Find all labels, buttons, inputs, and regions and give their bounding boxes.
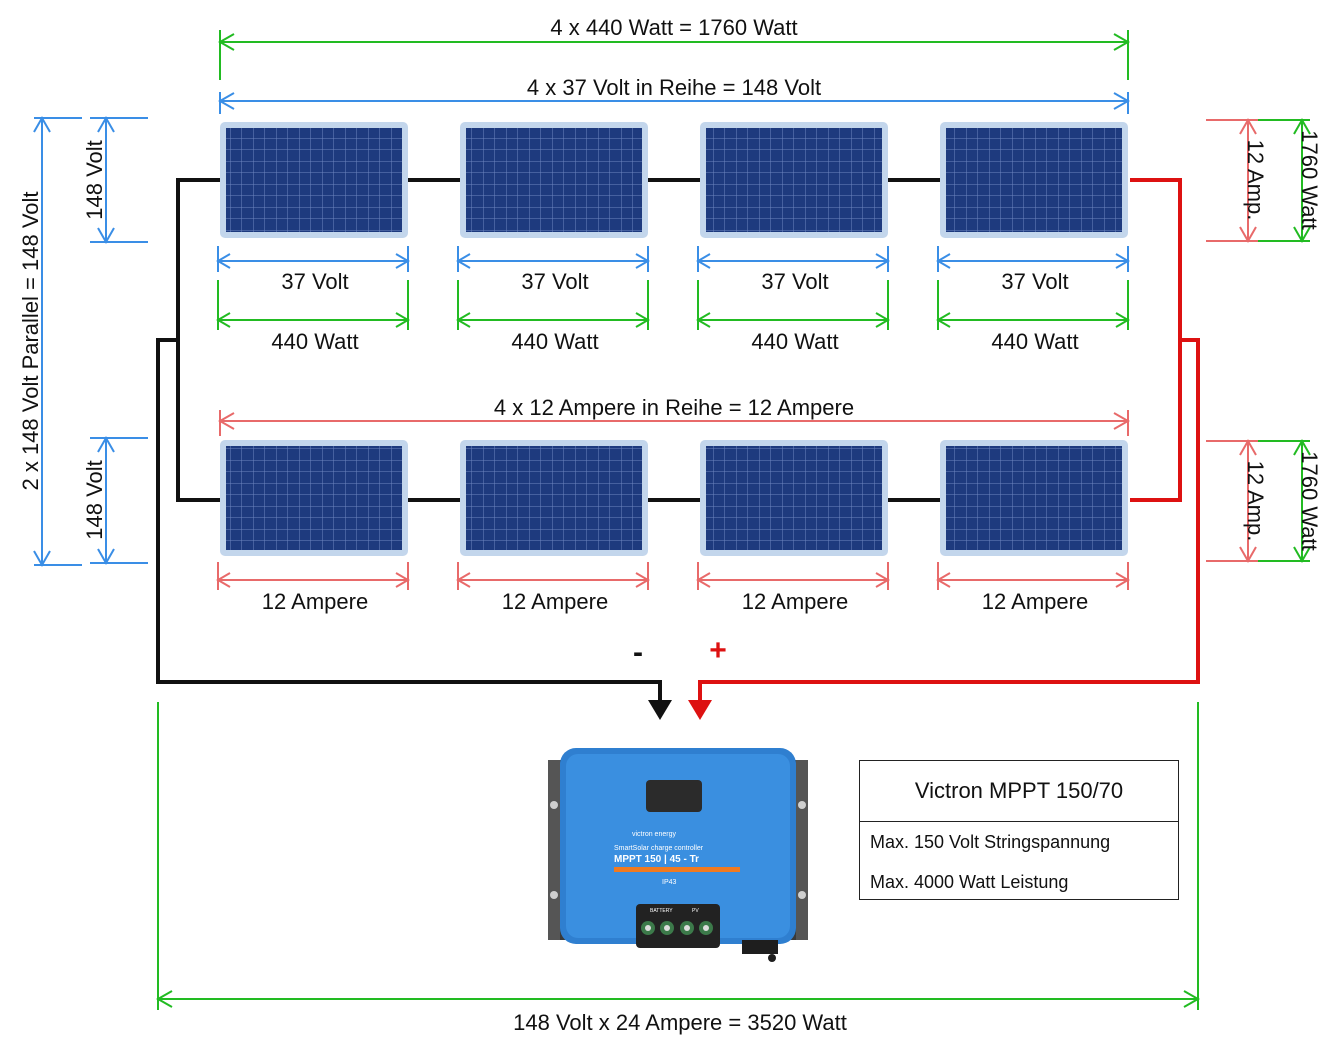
solar-panel-icon (220, 122, 408, 238)
solar-panel-icon (220, 440, 408, 556)
panel-power-label: 440 Watt (991, 329, 1078, 354)
panel-current-label: 12 Ampere (742, 589, 848, 614)
positive-main-wire (698, 338, 1200, 706)
solar-panel-icon (460, 122, 648, 238)
panel-voltage-label: 37 Volt (761, 269, 828, 294)
dim-total-power (217, 30, 1131, 80)
dim-bottom-total (155, 702, 1201, 1010)
device-terminal-battery: BATTERY (650, 908, 673, 914)
panel-row-2 (220, 440, 1128, 556)
device-subtitle-text: SmartSolar charge controller (614, 845, 704, 852)
negative-main-wire (156, 338, 662, 706)
dim-series-voltage (217, 92, 1131, 114)
panel-power-label: 440 Watt (271, 329, 358, 354)
solar-panel-icon (940, 122, 1128, 238)
bottom-total-label: 148 Volt x 24 Ampere = 3520 Watt (513, 1010, 847, 1035)
dim-right-current1 (1206, 117, 1262, 244)
solar-panel-icon (940, 440, 1128, 556)
panel-power-dim (216, 280, 410, 330)
panel-current-label: 12 Ampere (262, 589, 368, 614)
panel-power-label: 440 Watt (511, 329, 598, 354)
panel-power-dim (456, 280, 650, 330)
dim-left-string2 (90, 435, 148, 566)
solar-panel-icon (700, 440, 888, 556)
panel-current-dim (456, 562, 650, 590)
controller-info-box: Victron MPPT 150/70 Max. 150 Volt String… (859, 760, 1179, 900)
controller-info-title: Victron MPPT 150/70 (860, 761, 1178, 822)
device-brand-text: victron energy (632, 831, 676, 838)
panel-voltage-dim (696, 246, 890, 272)
panel-current-label: 12 Ampere (502, 589, 608, 614)
negative-arrowhead (648, 700, 672, 720)
dim-right-power2 (1258, 438, 1311, 564)
solar-panel-icon (700, 122, 888, 238)
dim-left-parallel (33, 115, 82, 568)
minus-sign: - (633, 636, 643, 669)
panel-current-label: 12 Ampere (982, 589, 1088, 614)
device-terminal-pv: PV (692, 908, 699, 914)
panel-voltage-label: 37 Volt (281, 269, 348, 294)
positive-wire (1130, 178, 1182, 502)
string1-power-label: 1760 Watt (1297, 130, 1322, 229)
panel-power-label: 440 Watt (751, 329, 838, 354)
dim-right-current2 (1206, 438, 1262, 564)
string2-current-label: 12 Amp. (1243, 461, 1268, 542)
plus-sign: + (709, 634, 727, 667)
panel-current-dim (216, 562, 410, 590)
panel-voltage-label: 37 Volt (521, 269, 588, 294)
panel-dimension-arrows (216, 246, 1130, 590)
dim-right-power1 (1258, 117, 1311, 244)
controller-info-line: Max. 150 Volt Stringspannung (870, 832, 1111, 852)
controller-info-line: Max. 4000 Watt Leistung (870, 872, 1069, 892)
string1-current-label: 12 Amp. (1243, 140, 1268, 221)
string1-voltage-label: 148 Volt (82, 140, 107, 220)
panel-row-1 (220, 122, 1128, 238)
series-voltage-label: 4 x 37 Volt in Reihe = 148 Volt (527, 75, 821, 100)
panel-voltage-label: 37 Volt (1001, 269, 1068, 294)
panel-power-dim (936, 280, 1130, 330)
panel-current-dim (696, 562, 890, 590)
solar-panel-icon (460, 440, 648, 556)
panel-voltage-dim (456, 246, 650, 272)
charge-controller-icon: victron energy SmartSolar charge control… (548, 748, 808, 962)
positive-arrowhead (688, 700, 712, 720)
total-power-label: 4 x 440 Watt = 1760 Watt (550, 15, 797, 40)
device-rating-text: IP43 (662, 879, 677, 886)
panel-power-dim (696, 280, 890, 330)
panel-voltage-dim (936, 246, 1130, 272)
string2-power-label: 1760 Watt (1297, 451, 1322, 550)
panel-current-dim (936, 562, 1130, 590)
dim-series-current (217, 410, 1131, 436)
device-model-text: MPPT 150 | 45 - Tr (614, 854, 699, 865)
string2-voltage-label: 148 Volt (82, 460, 107, 540)
panel-voltage-dim (216, 246, 410, 272)
negative-wire (176, 178, 220, 502)
series-current-label: 4 x 12 Ampere in Reihe = 12 Ampere (494, 395, 854, 420)
dim-left-string1 (90, 115, 148, 245)
wiring (156, 178, 1200, 720)
parallel-voltage-label: 2 x 148 Volt Parallel = 148 Volt (18, 191, 43, 490)
